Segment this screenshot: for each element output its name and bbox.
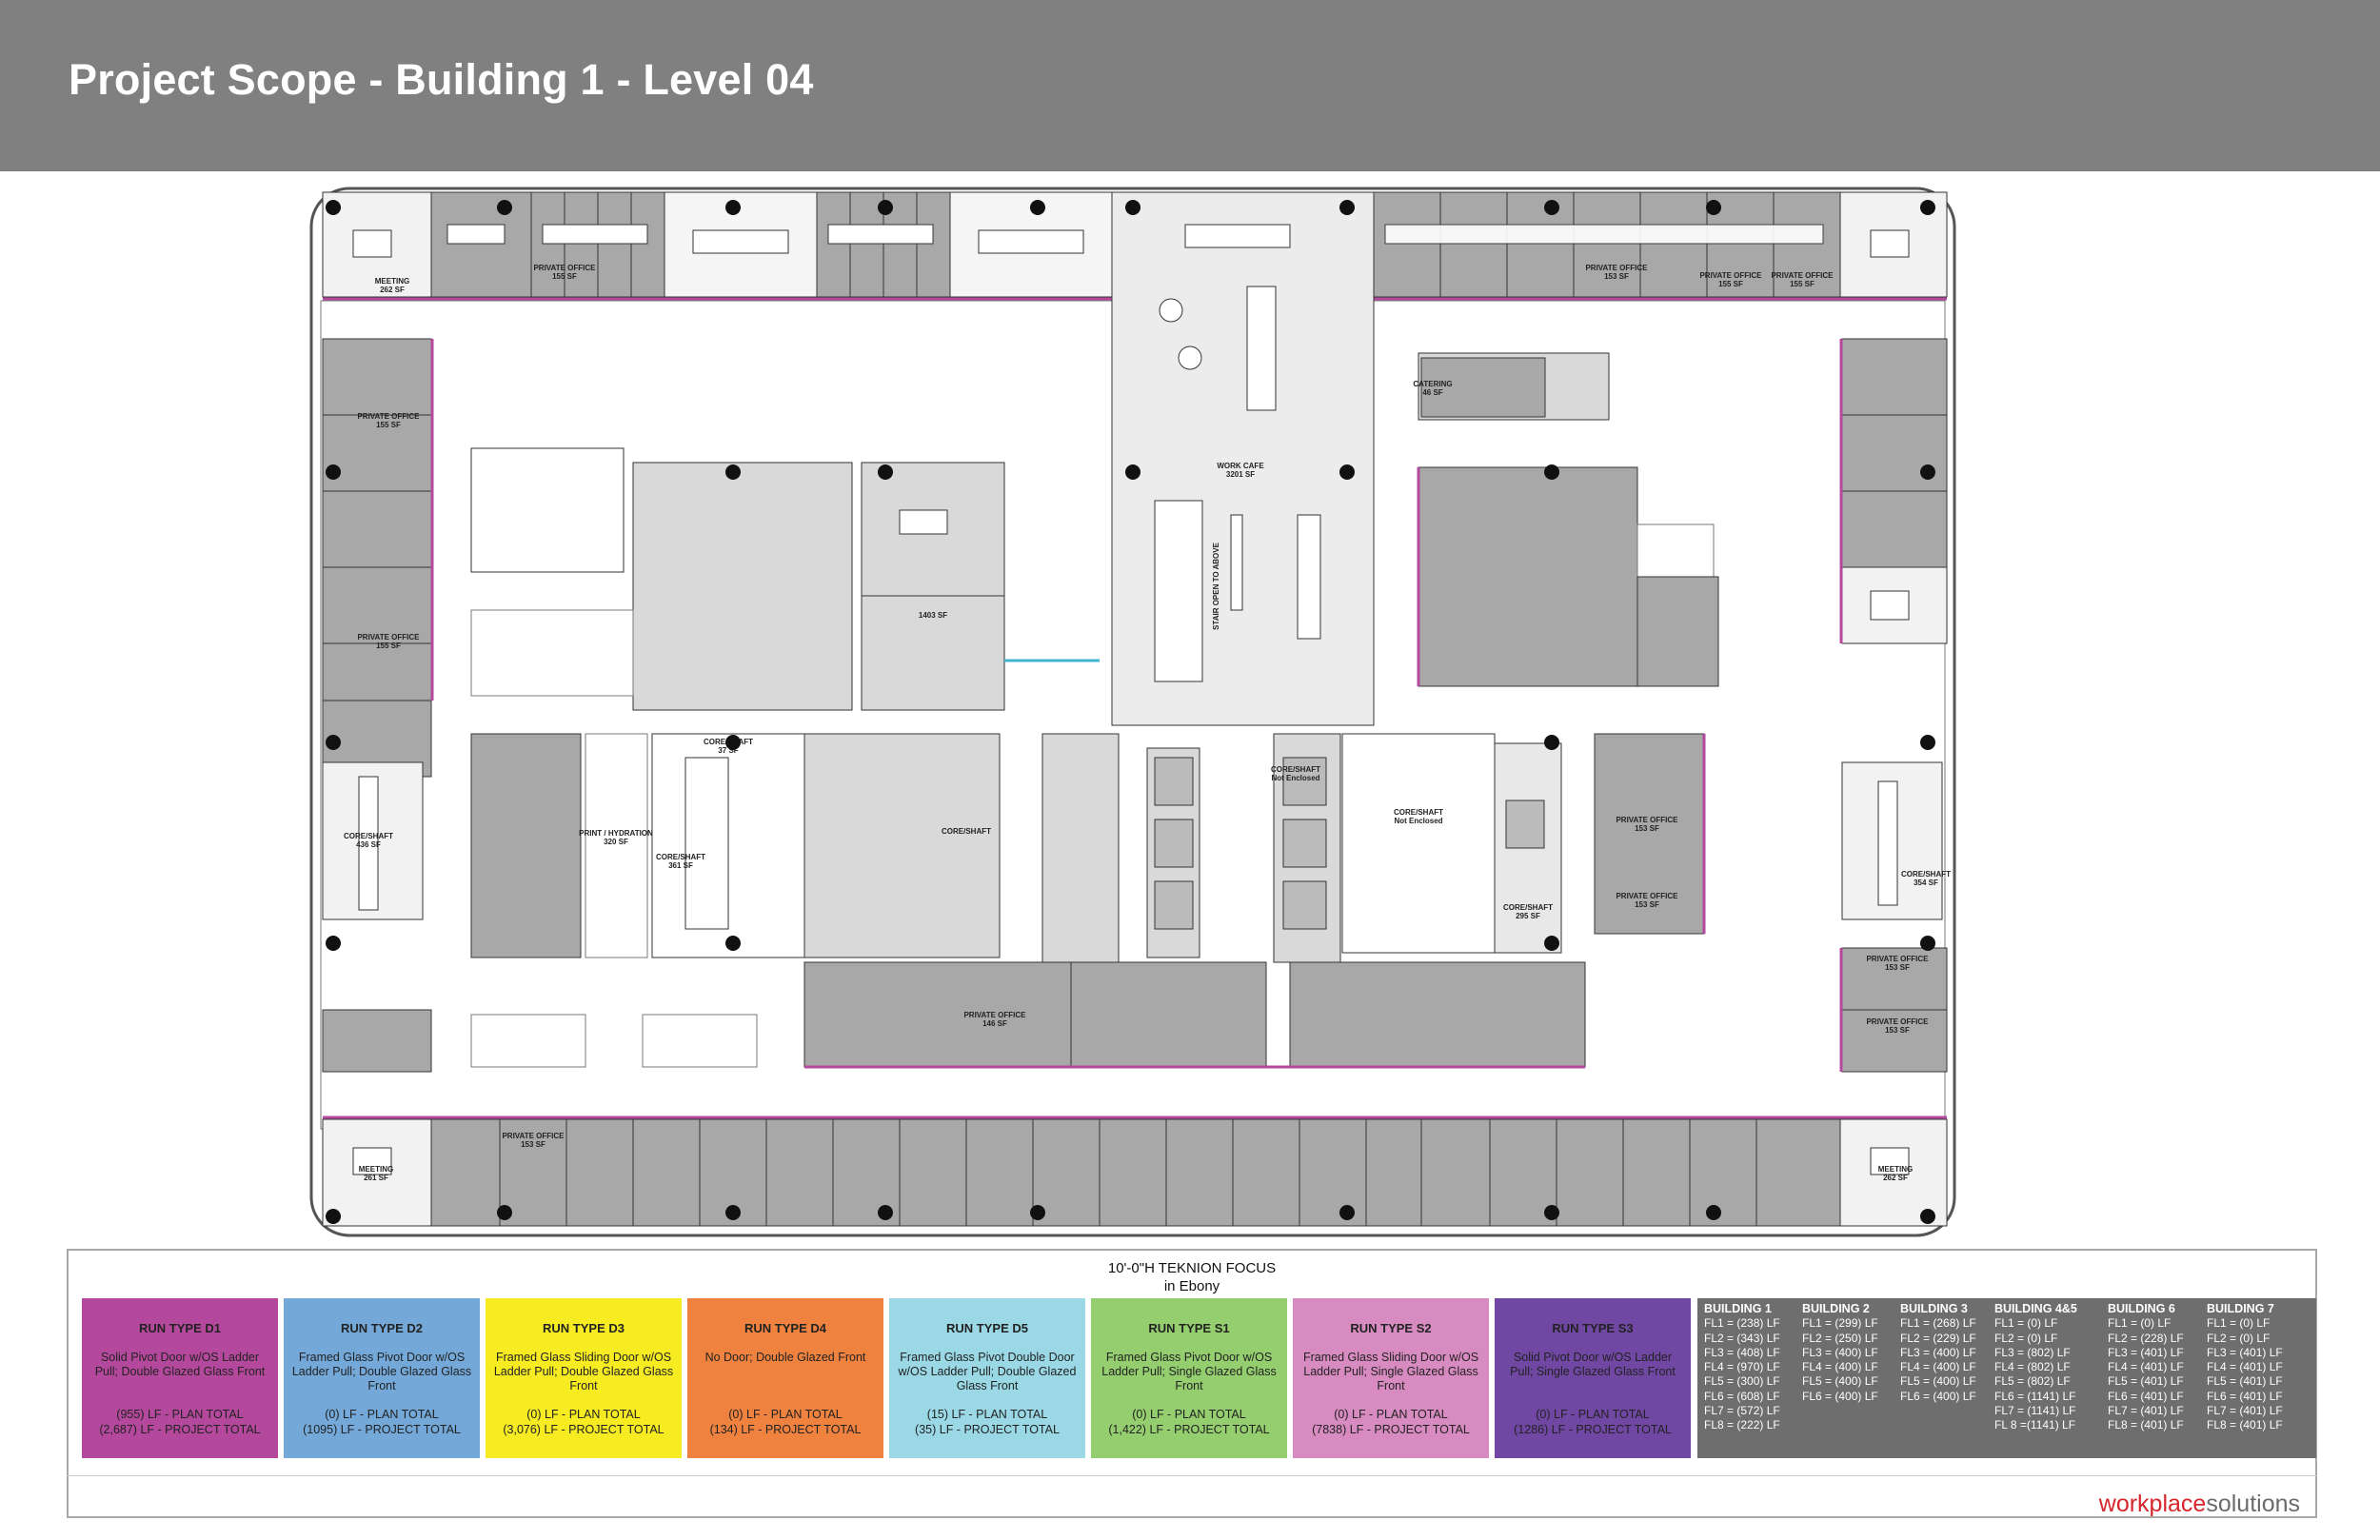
room-label: MEETING [359, 1165, 393, 1174]
page-title: Project Scope - Building 1 - Level 04 [69, 55, 814, 104]
meeting-room-top-left: MEETING 262 SF [322, 191, 432, 298]
room-label: 261 SF [364, 1174, 388, 1182]
core-shaft-left: CORE/SHAFT 436 SF [322, 761, 424, 920]
run-type-d3: RUN TYPE D3 Framed Glass Sliding Door w/… [486, 1298, 682, 1458]
room-label: PRIVATE OFFICE [502, 1132, 565, 1140]
room-label: PRIVATE OFFICE [1585, 264, 1648, 272]
room-label: CATERING [1413, 380, 1452, 388]
left-office-column: PRIVATE OFFICE 155 SF PRIVATE OFFICE 155… [322, 338, 434, 778]
room-label: MEETING [375, 277, 409, 286]
room-label: 354 SF [1914, 879, 1938, 887]
room-label: Not Enclosed [1271, 774, 1319, 782]
room-label: Not Enclosed [1394, 817, 1442, 825]
room-label: 436 SF [356, 840, 381, 849]
run-type-d5: RUN TYPE D5 Framed Glass Pivot Double Do… [889, 1298, 1085, 1458]
room-label: PRIVATE OFFICE [1616, 892, 1678, 900]
room-label: CORE/SHAFT [1901, 870, 1951, 879]
room-label: 320 SF [604, 838, 628, 846]
room-label: CORE/SHAFT [942, 827, 991, 836]
run-type-d1: RUN TYPE D1 Solid Pivot Door w/OS Ladder… [82, 1298, 278, 1458]
work-cafe: WORK CAFE 3201 SF STAIR OPEN TO ABOVE [1111, 191, 1375, 726]
room-label: 1403 SF [919, 611, 947, 620]
room-label: 153 SF [1635, 900, 1659, 909]
room-label: CORE/SHAFT [656, 853, 705, 861]
title-bar: Project Scope - Building 1 - Level 04 [0, 0, 2380, 171]
room-label: 153 SF [1635, 824, 1659, 833]
room-label: PRIVATE OFFICE [1866, 955, 1929, 963]
room-label: PRIVATE OFFICE [357, 633, 420, 642]
room-label: 46 SF [1422, 388, 1442, 397]
logo-part-2: solutions [2206, 1491, 2300, 1517]
room-label: 155 SF [376, 642, 401, 650]
meeting-room-top-right [1839, 191, 1948, 298]
room-label: CORE/SHAFT [1271, 765, 1320, 774]
top-office-row [323, 191, 1947, 301]
room-label: 153 SF [1885, 963, 1910, 972]
right-office-cluster: CATERING 46 SF PRIVATE OFFICE 153 SF PRI… [1413, 352, 1719, 935]
company-logo: workplacesolutions [2099, 1491, 2300, 1518]
footer-divider [67, 1475, 2317, 1476]
right-office-column: CORE/SHAFT 354 SF PRIVATE OFFICE 153 SF … [1839, 338, 1951, 1073]
room-label: CORE/SHAFT [344, 832, 393, 840]
room-label: CORE/SHAFT [1394, 808, 1443, 817]
bottom-office-row: MEETING 261 SF MEETING 262 SF PRIVATE OF… [322, 1116, 1948, 1227]
run-type-d2: RUN TYPE D2 Framed Glass Pivot Door w/OS… [284, 1298, 480, 1458]
room-label: PRIVATE OFFICE [357, 412, 420, 421]
elevator-cores: CORE/SHAFT Not Enclosed CORE/SHAFT Not E… [1041, 733, 1562, 963]
structural-columns [326, 200, 1935, 1224]
room-label: 155 SF [376, 421, 401, 429]
room-label: PRIVATE OFFICE [1616, 816, 1678, 824]
room-label: 155 SF [1718, 280, 1743, 288]
room-label: WORK CAFE [1217, 462, 1264, 470]
run-type-d4: RUN TYPE D4 No Door; Double Glazed Front… [687, 1298, 883, 1458]
room-label: 155 SF [552, 272, 577, 281]
room-label: PRIVATE OFFICE [1866, 1017, 1929, 1026]
room-label: 155 SF [1790, 280, 1815, 288]
room-label: 153 SF [1885, 1026, 1910, 1035]
room-label: 361 SF [668, 861, 693, 870]
run-type-s3: RUN TYPE S3 Solid Pivot Door w/OS Ladder… [1495, 1298, 1691, 1458]
room-label: 262 SF [380, 286, 405, 294]
room-label: CORE/SHAFT [1503, 903, 1553, 912]
room-label: 262 SF [1883, 1174, 1908, 1182]
room-label: PRIVATE OFFICE [1771, 271, 1834, 280]
floor-plan: MEETING 262 SF PRIVATE OFFICE 155 SF PRI… [309, 187, 1956, 1238]
run-type-s2: RUN TYPE S2 Framed Glass Sliding Door w/… [1293, 1298, 1489, 1458]
floor-plan-drawing: MEETING 262 SF PRIVATE OFFICE 155 SF PRI… [309, 187, 1956, 1237]
room-label: PRIVATE OFFICE [1699, 271, 1762, 280]
room-label: 295 SF [1516, 912, 1540, 920]
room-label: 146 SF [982, 1019, 1007, 1028]
room-label: 153 SF [1604, 272, 1629, 281]
logo-part-1: workplace [2098, 1491, 2207, 1517]
lower-office-row: PRIVATE OFFICE 146 SF [322, 961, 1586, 1073]
legend-frame [67, 1249, 2317, 1518]
core-block-left: PRINT / HYDRATION 320 SF CORE/SHAFT 37 S… [470, 733, 1001, 958]
room-label: MEETING [1878, 1165, 1913, 1174]
room-label: STAIR OPEN TO ABOVE [1212, 542, 1220, 630]
legend-subtitle: in Ebony [1163, 1278, 1220, 1294]
room-label: 3201 SF [1226, 470, 1255, 479]
run-type-s1: RUN TYPE S1 Framed Glass Pivot Door w/OS… [1091, 1298, 1287, 1458]
room-label: 37 SF [718, 746, 738, 755]
building-totals-panel [1697, 1298, 2316, 1458]
room-label: 153 SF [521, 1140, 545, 1149]
room-label: PRIVATE OFFICE [533, 264, 596, 272]
legend-title: 10'-0"H TEKNION FOCUS [1107, 1260, 1277, 1276]
workstation-area-left: 1403 SF [470, 447, 1100, 711]
room-label: PRINT / HYDRATION [579, 829, 653, 838]
room-label: PRIVATE OFFICE [963, 1011, 1026, 1019]
